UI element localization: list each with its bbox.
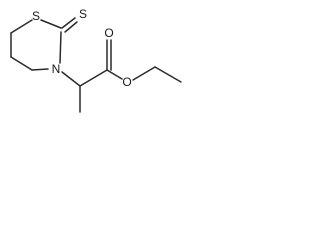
atom-n-ring: N xyxy=(52,62,61,76)
atom-s-ring: S xyxy=(32,9,40,23)
atom-s-thione: S xyxy=(79,7,87,21)
atom-o-carbonyl: O xyxy=(104,26,113,40)
bond-ccarbonyl-o-ester xyxy=(106,69,123,80)
atom-labels: S S N O O xyxy=(32,7,132,89)
bond-ca-ccarbonyl xyxy=(79,69,108,87)
structure-diagram: S S N O O xyxy=(0,0,250,132)
atom-o-ester: O xyxy=(122,75,131,89)
bond-c5-c4 xyxy=(10,56,33,71)
propanoate-chain xyxy=(61,39,182,113)
bond-ch2-ch3 xyxy=(154,66,182,83)
bond-n3-ca xyxy=(61,71,81,87)
bond-n3-c2 xyxy=(59,31,62,64)
bond-c4-n3 xyxy=(31,68,49,71)
bond-c2-s-thione-a xyxy=(61,17,76,29)
thiazinane-ring xyxy=(10,19,62,71)
bond-o-ester-ch2 xyxy=(132,66,156,81)
structure-svg: S S N O O xyxy=(10,7,182,113)
bond-c2-s-thione-b xyxy=(64,21,78,33)
bond-s1-c6 xyxy=(10,19,33,34)
thione-double-bond xyxy=(61,17,78,33)
bond-s1-c2 xyxy=(40,19,62,29)
